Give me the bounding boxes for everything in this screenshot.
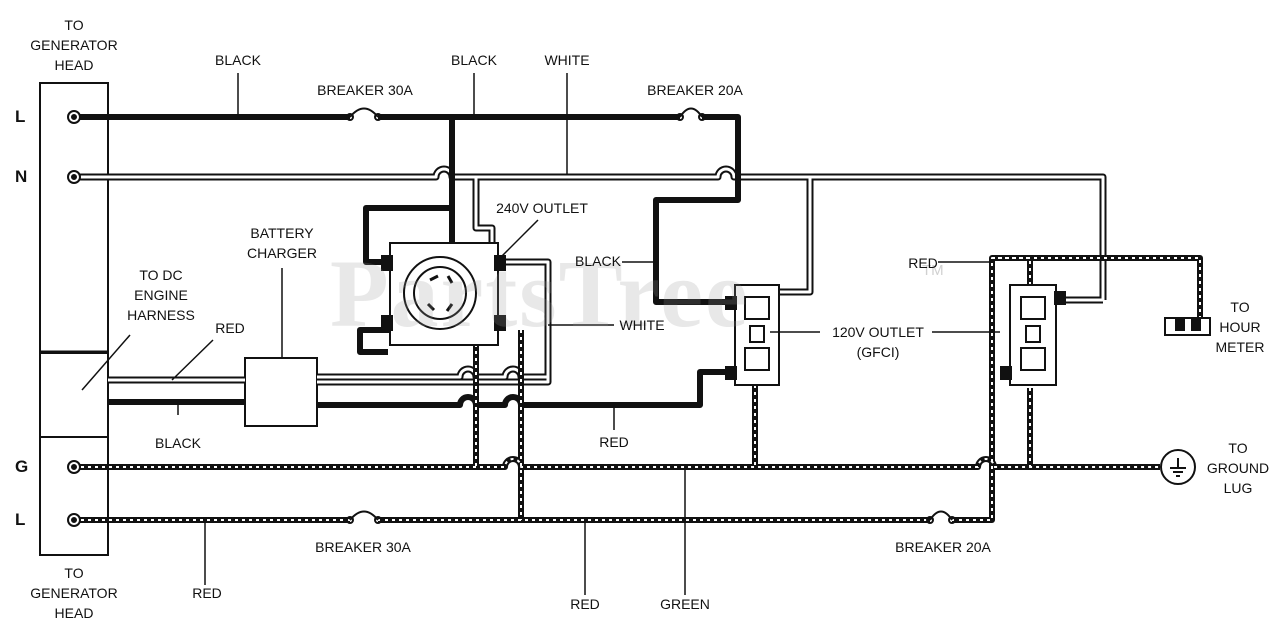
wire-label-red-5: RED: [570, 596, 600, 612]
breaker-20a-bottom-label: BREAKER 20A: [895, 539, 991, 555]
wire-label-red-4: RED: [192, 585, 222, 601]
outlet-240-label: 240V OUTLET: [496, 200, 588, 216]
wire-label-white-2: WHITE: [619, 317, 665, 333]
battery-charger-label: BATTERY CHARGER: [246, 225, 317, 261]
breaker-symbols: [346, 107, 956, 524]
breaker-30a-top-label: BREAKER 30A: [317, 82, 413, 98]
breaker-20a-top-label: BREAKER 20A: [647, 82, 743, 98]
parts-tree-watermark: PartsTree: [330, 240, 750, 347]
dc-harness-label: TO DC ENGINE HARNESS: [127, 267, 195, 323]
terminal-g: G: [15, 457, 29, 476]
terminal-screws: [67, 110, 81, 527]
ground-lug-symbol: [1160, 449, 1196, 485]
terminal-l-bottom: L: [15, 510, 26, 529]
gfci-outlet-2: [1000, 284, 1066, 386]
breaker-30a-bottom-label: BREAKER 30A: [315, 539, 411, 555]
wire-label-black-1: BLACK: [215, 52, 261, 68]
outlet-240v: [381, 242, 506, 346]
wire-label-red-3: RED: [908, 255, 938, 271]
wire-label-green: GREEN: [660, 596, 710, 612]
gfci-outlet-1: [725, 284, 780, 386]
wire-label-red-2: RED: [599, 434, 629, 450]
hour-meter-connector: [1164, 317, 1211, 336]
wire-label-white-1: WHITE: [544, 52, 590, 68]
battery-charger-box: [244, 357, 318, 427]
wire-label-black-2: BLACK: [451, 52, 497, 68]
outlet-120-label: 120V OUTLET (GFCI): [832, 324, 924, 360]
gen-head-top-label: TO GENERATOR HEAD: [30, 17, 118, 73]
wire-label-black-4: BLACK: [155, 435, 201, 451]
hour-meter-label: TO HOUR METER: [1215, 299, 1265, 355]
generator-terminal-block: [39, 82, 109, 556]
wire-label-black-3: BLACK: [575, 253, 621, 269]
trademark-mark: TM: [922, 262, 944, 279]
leader-lines: [81, 73, 1000, 595]
terminal-n: N: [15, 167, 28, 186]
terminal-l-top: L: [15, 107, 26, 126]
wire-label-red-1: RED: [215, 320, 245, 336]
gen-head-bottom-label: TO GENERATOR HEAD: [30, 565, 118, 621]
ground-lug-label: TO GROUND LUG: [1206, 440, 1270, 496]
